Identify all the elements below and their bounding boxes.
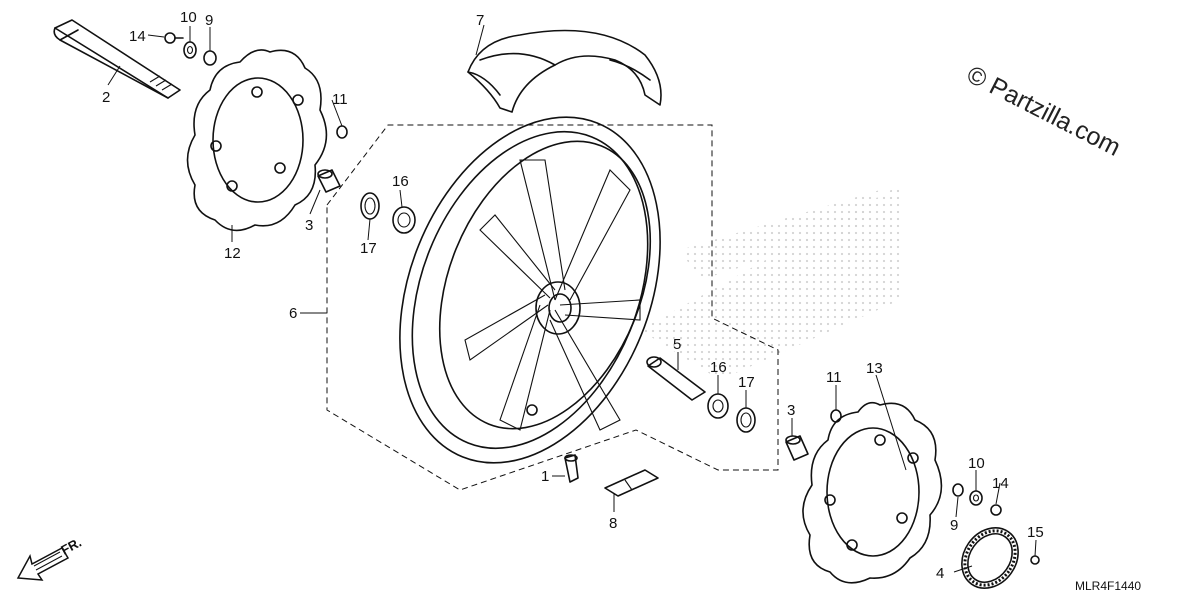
callouts: 2 14 10 9 11 12 3 16 17 6 7 1 8 5 16 17 … [102,9,1044,582]
callout-4: 4 [936,565,944,582]
callout-11-top: 11 [332,91,348,108]
front-direction-indicator: FR. [16,535,84,581]
callout-17-right: 17 [738,374,755,391]
callout-14-top: 14 [129,28,146,45]
dust-seal-left [360,192,380,220]
callout-9-top: 9 [205,12,213,29]
callout-14-right: 14 [992,475,1009,492]
washer-part-top [203,50,217,66]
callout-7: 7 [476,12,484,29]
assembly-boundary [326,124,779,491]
callout-3-right: 3 [787,402,795,419]
leader-lines [107,24,1037,573]
axle-part [53,19,181,99]
callout-13: 13 [866,360,883,377]
collar-part-right [969,490,983,506]
pulser-ring-part [961,527,1019,589]
bearing-left [392,206,416,234]
bolt-part-pulser [1030,555,1040,565]
callout-11-right: 11 [826,369,842,386]
watermark-text: © Partzilla.com [962,60,1125,161]
bolt-part-right [990,504,1002,516]
callout-5: 5 [673,336,681,353]
brake-disc-right [802,401,943,584]
callout-12: 12 [224,245,241,262]
watermark-logo [640,185,900,380]
drawing-code: MLR4F1440 [1075,579,1141,593]
bolt-part-top [164,32,184,44]
tire-part [467,29,662,113]
disc-washer-left [336,125,348,139]
bearing-right [707,393,729,419]
callout-6: 6 [289,305,297,322]
callout-2: 2 [102,89,110,106]
callout-16-left: 16 [392,173,409,190]
callout-9-right: 9 [950,517,958,534]
callout-16-right: 16 [710,359,727,376]
callout-1: 1 [541,468,549,485]
callout-17-left: 17 [360,240,377,257]
callout-10-right: 10 [968,455,985,472]
disc-washer-right [830,409,842,423]
washer-part-right [952,483,964,497]
valve-part [564,454,579,483]
callout-15: 15 [1027,524,1044,541]
callout-10-top: 10 [180,9,197,26]
brake-disc-left [186,49,328,232]
distance-collar-part [646,356,706,401]
front-arrow-icon [16,547,70,581]
spacer-right [785,435,809,461]
dust-seal-right [736,407,756,433]
collar-part-top [183,41,197,59]
balance-weight-part [604,469,659,497]
callout-8: 8 [609,515,617,532]
callout-3-left: 3 [305,217,313,234]
spacer-left [317,169,341,193]
wheel-rim-part [399,116,661,464]
